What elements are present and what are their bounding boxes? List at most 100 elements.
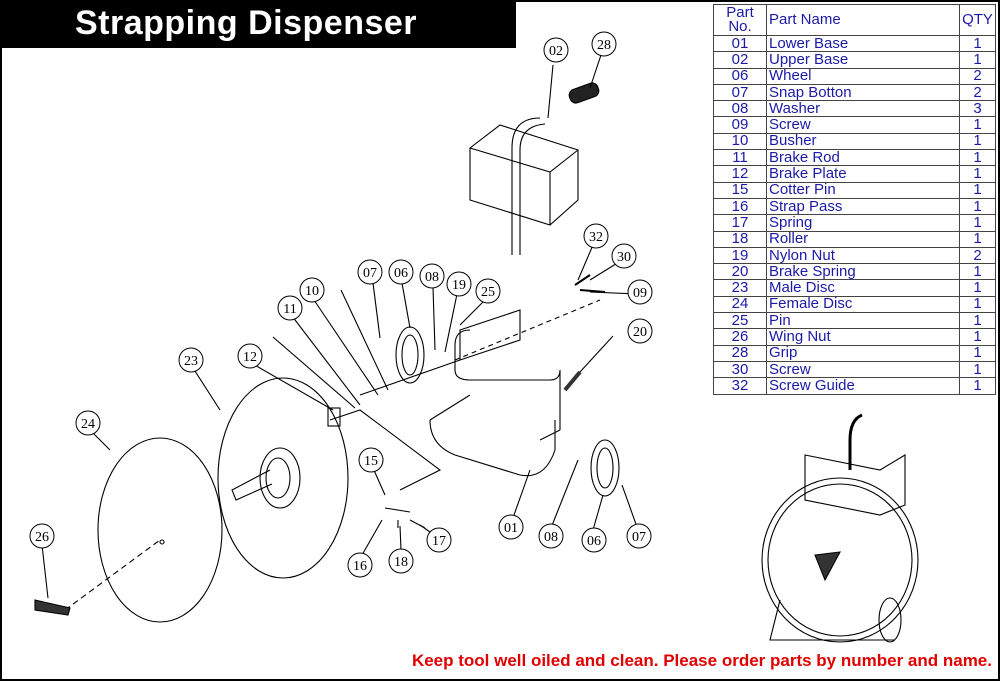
cell-qty: 1 — [959, 344, 996, 362]
cell-name: Busher — [766, 132, 960, 151]
cell-name: Wing Nut — [766, 328, 960, 346]
svg-text:15: 15 — [364, 454, 378, 469]
cell-name: Upper Base — [766, 51, 960, 69]
cell-qty: 1 — [959, 51, 996, 69]
callout-08-lower: 08 — [538, 523, 564, 549]
callout-20: 20 — [627, 318, 653, 344]
cell-no: 30 — [713, 360, 767, 379]
callout-32: 32 — [583, 223, 609, 249]
cell-qty: 2 — [959, 246, 996, 265]
svg-text:09: 09 — [633, 286, 647, 301]
cell-name: Screw — [766, 116, 960, 134]
svg-text:08: 08 — [425, 270, 439, 285]
brake-plate-part — [327, 407, 341, 427]
callout-25: 25 — [475, 278, 501, 304]
brake-rod — [329, 409, 442, 491]
cell-qty: 1 — [959, 34, 996, 53]
cell-no: 12 — [713, 165, 767, 183]
svg-text:06: 06 — [587, 534, 601, 549]
cell-no: 23 — [713, 279, 767, 297]
svg-text:20: 20 — [633, 325, 647, 340]
title-bar: Strapping Dispenser — [0, 0, 516, 48]
cell-no: 08 — [713, 100, 767, 118]
cell-name: Pin — [766, 312, 960, 330]
svg-text:26: 26 — [35, 530, 49, 545]
callouts: 02 28 32 30 09 07 06 08 19 10 25 11 20 1… — [29, 31, 653, 578]
cell-no: 06 — [713, 67, 767, 85]
header-part-name: Part Name — [766, 4, 960, 36]
cell-name: Strap Pass — [766, 197, 960, 216]
callout-01: 01 — [498, 514, 524, 540]
cell-name: Lower Base — [766, 34, 960, 53]
lower-base-frame — [454, 329, 561, 430]
cell-no: 18 — [713, 230, 767, 248]
cell-qty: 1 — [959, 230, 996, 248]
cell-name: Wheel — [766, 67, 960, 85]
callout-23: 23 — [178, 347, 204, 373]
cell-qty: 1 — [959, 377, 996, 395]
cell-no: 01 — [713, 34, 767, 53]
cell-no: 20 — [713, 263, 767, 281]
svg-text:18: 18 — [394, 555, 408, 570]
cell-qty: 1 — [959, 263, 996, 281]
cell-name: Snap Botton — [766, 83, 960, 102]
callout-07: 07 — [357, 259, 383, 285]
cell-name: Cotter Pin — [766, 181, 960, 199]
cell-qty: 1 — [959, 197, 996, 216]
header-qty: QTY — [959, 4, 996, 36]
callout-26: 26 — [29, 523, 55, 549]
cell-qty: 1 — [959, 149, 996, 167]
male-disc-part — [217, 377, 349, 579]
callout-17: 17 — [426, 527, 452, 553]
wheel-lower — [590, 439, 620, 497]
svg-text:06: 06 — [394, 266, 408, 281]
cell-qty: 2 — [959, 67, 996, 85]
svg-text:24: 24 — [81, 417, 95, 432]
cell-qty: 1 — [959, 279, 996, 297]
cell-name: Roller — [766, 230, 960, 248]
female-disc-part — [97, 437, 223, 623]
callout-11: 11 — [277, 295, 303, 321]
callout-18: 18 — [388, 548, 414, 574]
cell-qty: 1 — [959, 116, 996, 134]
svg-text:19: 19 — [452, 278, 466, 293]
cell-qty: 1 — [959, 181, 996, 199]
cell-name: Screw — [766, 360, 960, 379]
cell-name: Screw Guide — [766, 377, 960, 395]
cell-no: 02 — [713, 51, 767, 69]
parts-table-header: Part No. Part Name QTY — [713, 4, 996, 36]
svg-text:11: 11 — [283, 302, 296, 317]
callout-07-lower: 07 — [626, 523, 652, 549]
svg-text:07: 07 — [363, 266, 377, 281]
callout-19: 19 — [446, 271, 472, 297]
cell-qty: 1 — [959, 328, 996, 346]
cell-qty: 2 — [959, 83, 996, 102]
cell-no: 10 — [713, 132, 767, 151]
callout-06-lower: 06 — [581, 527, 607, 553]
svg-text:12: 12 — [243, 350, 257, 365]
footer-note: Keep tool well oiled and clean. Please o… — [411, 651, 992, 670]
cell-name: Brake Plate — [766, 165, 960, 183]
cell-name: Grip — [766, 344, 960, 362]
svg-text:25: 25 — [481, 285, 495, 300]
svg-text:23: 23 — [184, 354, 198, 369]
brake-spring-part — [563, 370, 582, 392]
callout-09: 09 — [627, 279, 653, 305]
cell-qty: 1 — [959, 312, 996, 330]
callout-02: 02 — [543, 37, 569, 63]
